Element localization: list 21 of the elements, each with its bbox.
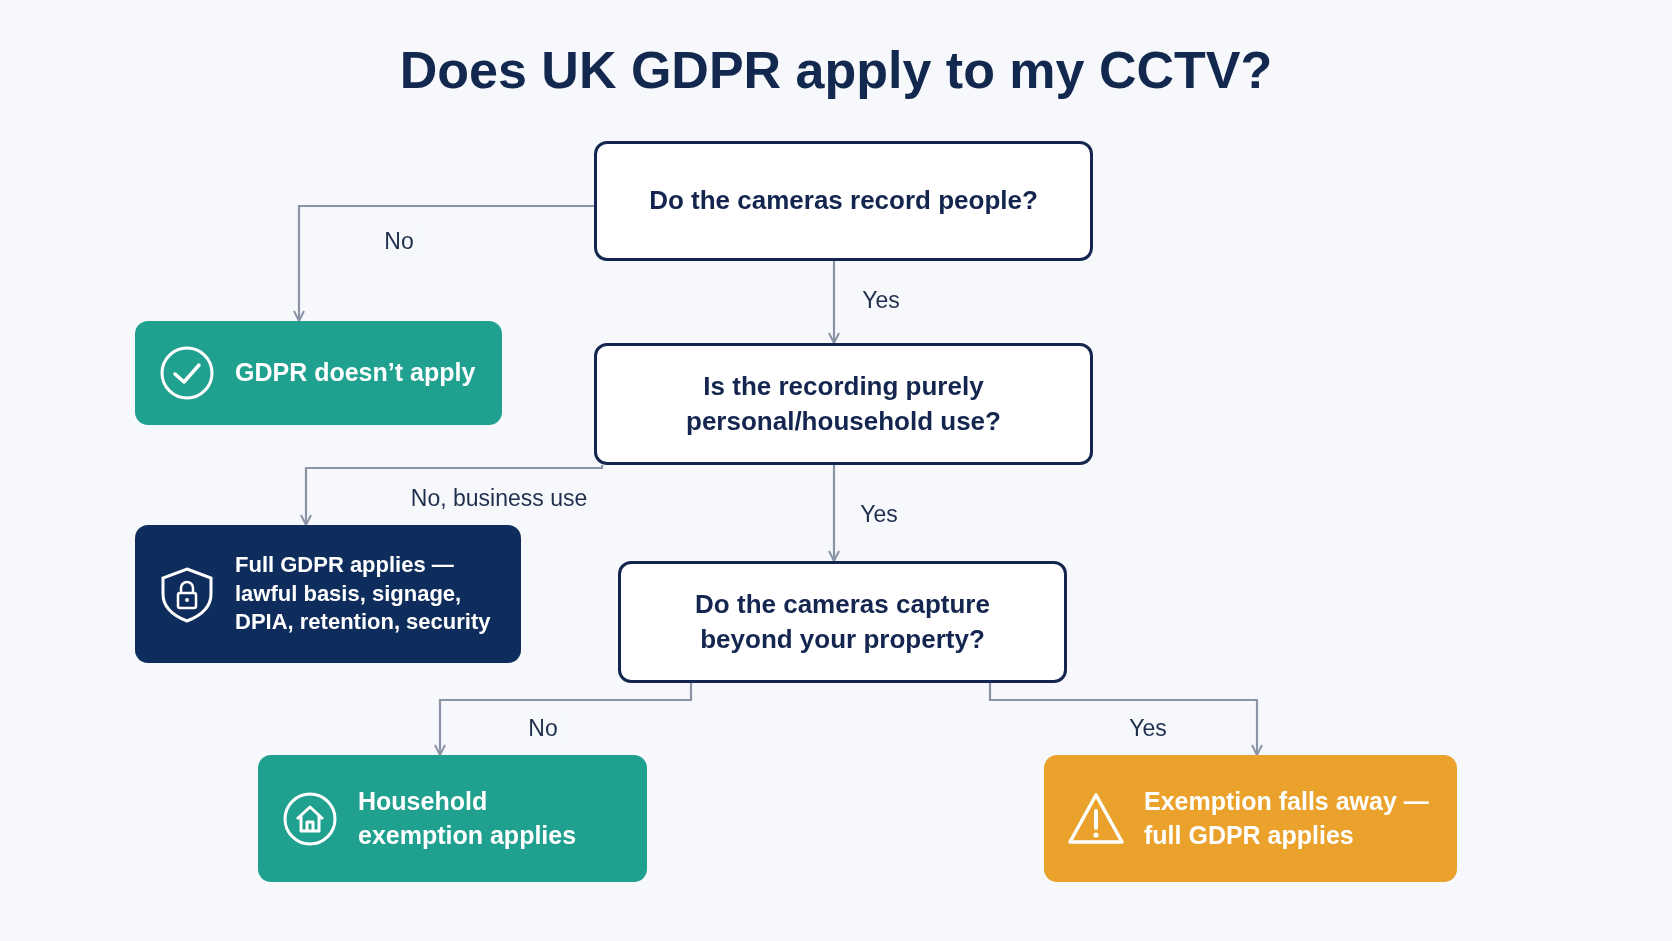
arrow <box>828 261 840 344</box>
outcome-box <box>135 525 521 663</box>
diagram-title: Does UK GDPR apply to my CCTV? <box>398 40 1274 100</box>
outcome-text: GDPR doesn’t apply <box>235 357 476 389</box>
arrow <box>988 683 1263 756</box>
outcome-text: Household exemption applies <box>358 785 578 851</box>
decision-box <box>594 141 1093 261</box>
outcome-text: Full GDPR applies — lawful basis, signage, DPIA, retention, security <box>235 551 492 637</box>
decision-box <box>594 343 1093 465</box>
arrow <box>300 464 604 526</box>
outcome-box <box>1044 755 1457 882</box>
arrow <box>293 204 594 322</box>
outcome-text: Exemption falls away — full GDPR applies <box>1144 785 1430 851</box>
question-text: Do the cameras capture beyond your property? <box>694 587 991 656</box>
decision-box <box>618 561 1067 683</box>
outcome-box <box>258 755 647 882</box>
arrow <box>828 465 840 562</box>
question-text: Is the recording purely personal/household use? <box>685 369 1002 438</box>
outcome-box <box>135 321 502 425</box>
arrow <box>434 683 693 756</box>
question-text: Do the cameras record people? <box>649 184 1038 218</box>
